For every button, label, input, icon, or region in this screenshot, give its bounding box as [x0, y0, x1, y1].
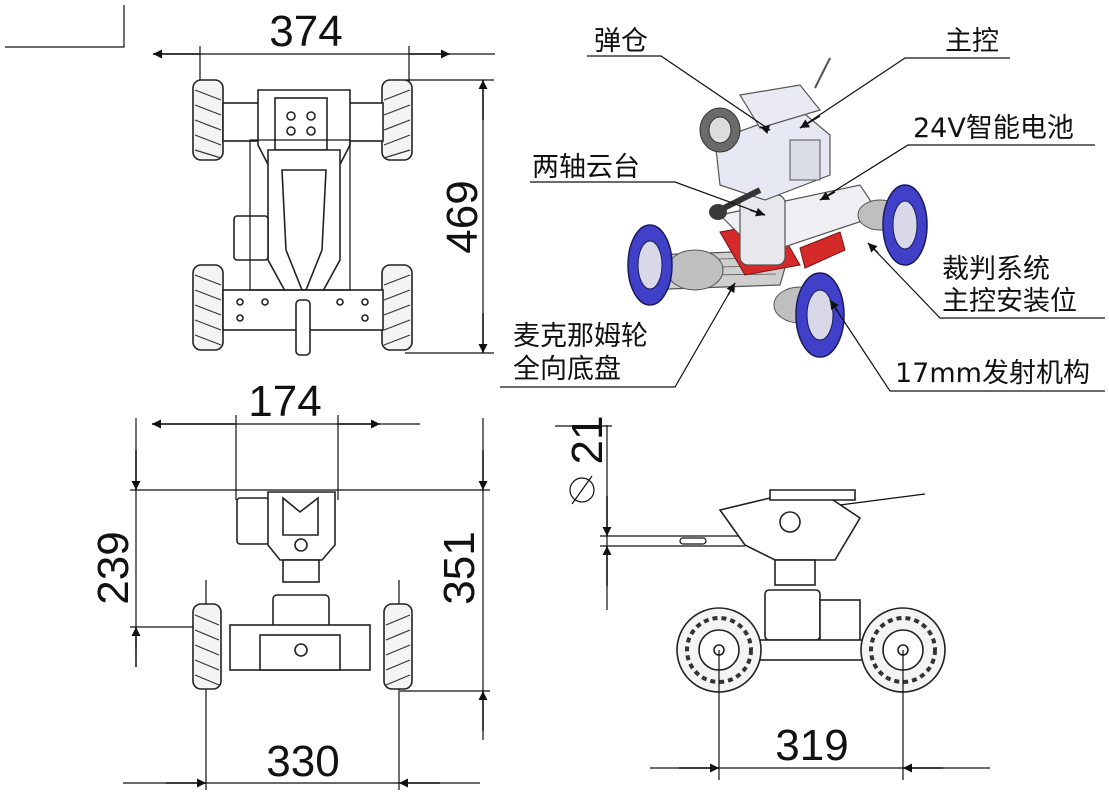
dim-front-total-height: 351: [435, 531, 484, 604]
top-wheel-fl: [192, 79, 224, 161]
top-wheel-fr: [381, 79, 413, 161]
label-battery: 24V智能电池: [913, 113, 1074, 144]
side-chassis-block: [819, 599, 861, 646]
label-shooter: 17mm发射机构: [895, 358, 1090, 389]
dim-top-width: 374: [269, 7, 342, 56]
iso-wheel-rr: [882, 184, 928, 266]
top-magazine-motor: [233, 215, 269, 261]
front-yaw-motor: [282, 559, 320, 583]
diameter-symbol-circle: [569, 477, 595, 503]
label-gimbal: 两轴云台: [532, 152, 640, 183]
label-main-control: 主控: [945, 26, 999, 57]
dim-side-wheelbase: 319: [775, 721, 848, 770]
dim-barrel-diameter: 21: [563, 416, 612, 465]
top-wheel-rr: [381, 264, 413, 351]
front-magazine-motor: [236, 497, 270, 545]
iso-wheel-fr: [795, 272, 845, 358]
label-referee-line2: 主控安装位: [942, 286, 1077, 317]
label-magazine: 弹仓: [594, 26, 648, 57]
top-view-drawing: [153, 46, 495, 356]
top-wheel-rl: [192, 264, 224, 351]
front-view-drawing: [123, 415, 490, 790]
dim-front-gimbal-height: 239: [89, 531, 138, 604]
leader-lines: [500, 55, 1105, 392]
label-chassis-line2: 全向底盘: [513, 354, 621, 385]
top-battery-block: [274, 97, 328, 151]
top-front-axle-left: [222, 102, 264, 142]
dim-front-track: 330: [266, 737, 339, 786]
top-frame-outline: [249, 139, 351, 291]
side-view-drawing: [555, 425, 990, 780]
label-referee-line1: 裁判系统: [942, 254, 1050, 285]
side-yaw-motor: [774, 559, 816, 586]
top-barrel: [295, 299, 311, 356]
dim-top-length: 469: [438, 180, 487, 253]
front-wheel-right: [383, 603, 413, 690]
label-chassis-line1: 麦克那姆轮: [513, 321, 648, 352]
dim-front-gimbal-width: 174: [248, 377, 321, 426]
top-front-axle-right: [344, 102, 384, 142]
front-wheel-left: [192, 603, 222, 690]
side-yaw-base: [764, 589, 821, 641]
isometric-robot-render: [627, 57, 928, 358]
corner-bracket: [5, 5, 125, 48]
iso-wheel-fl: [627, 224, 673, 306]
